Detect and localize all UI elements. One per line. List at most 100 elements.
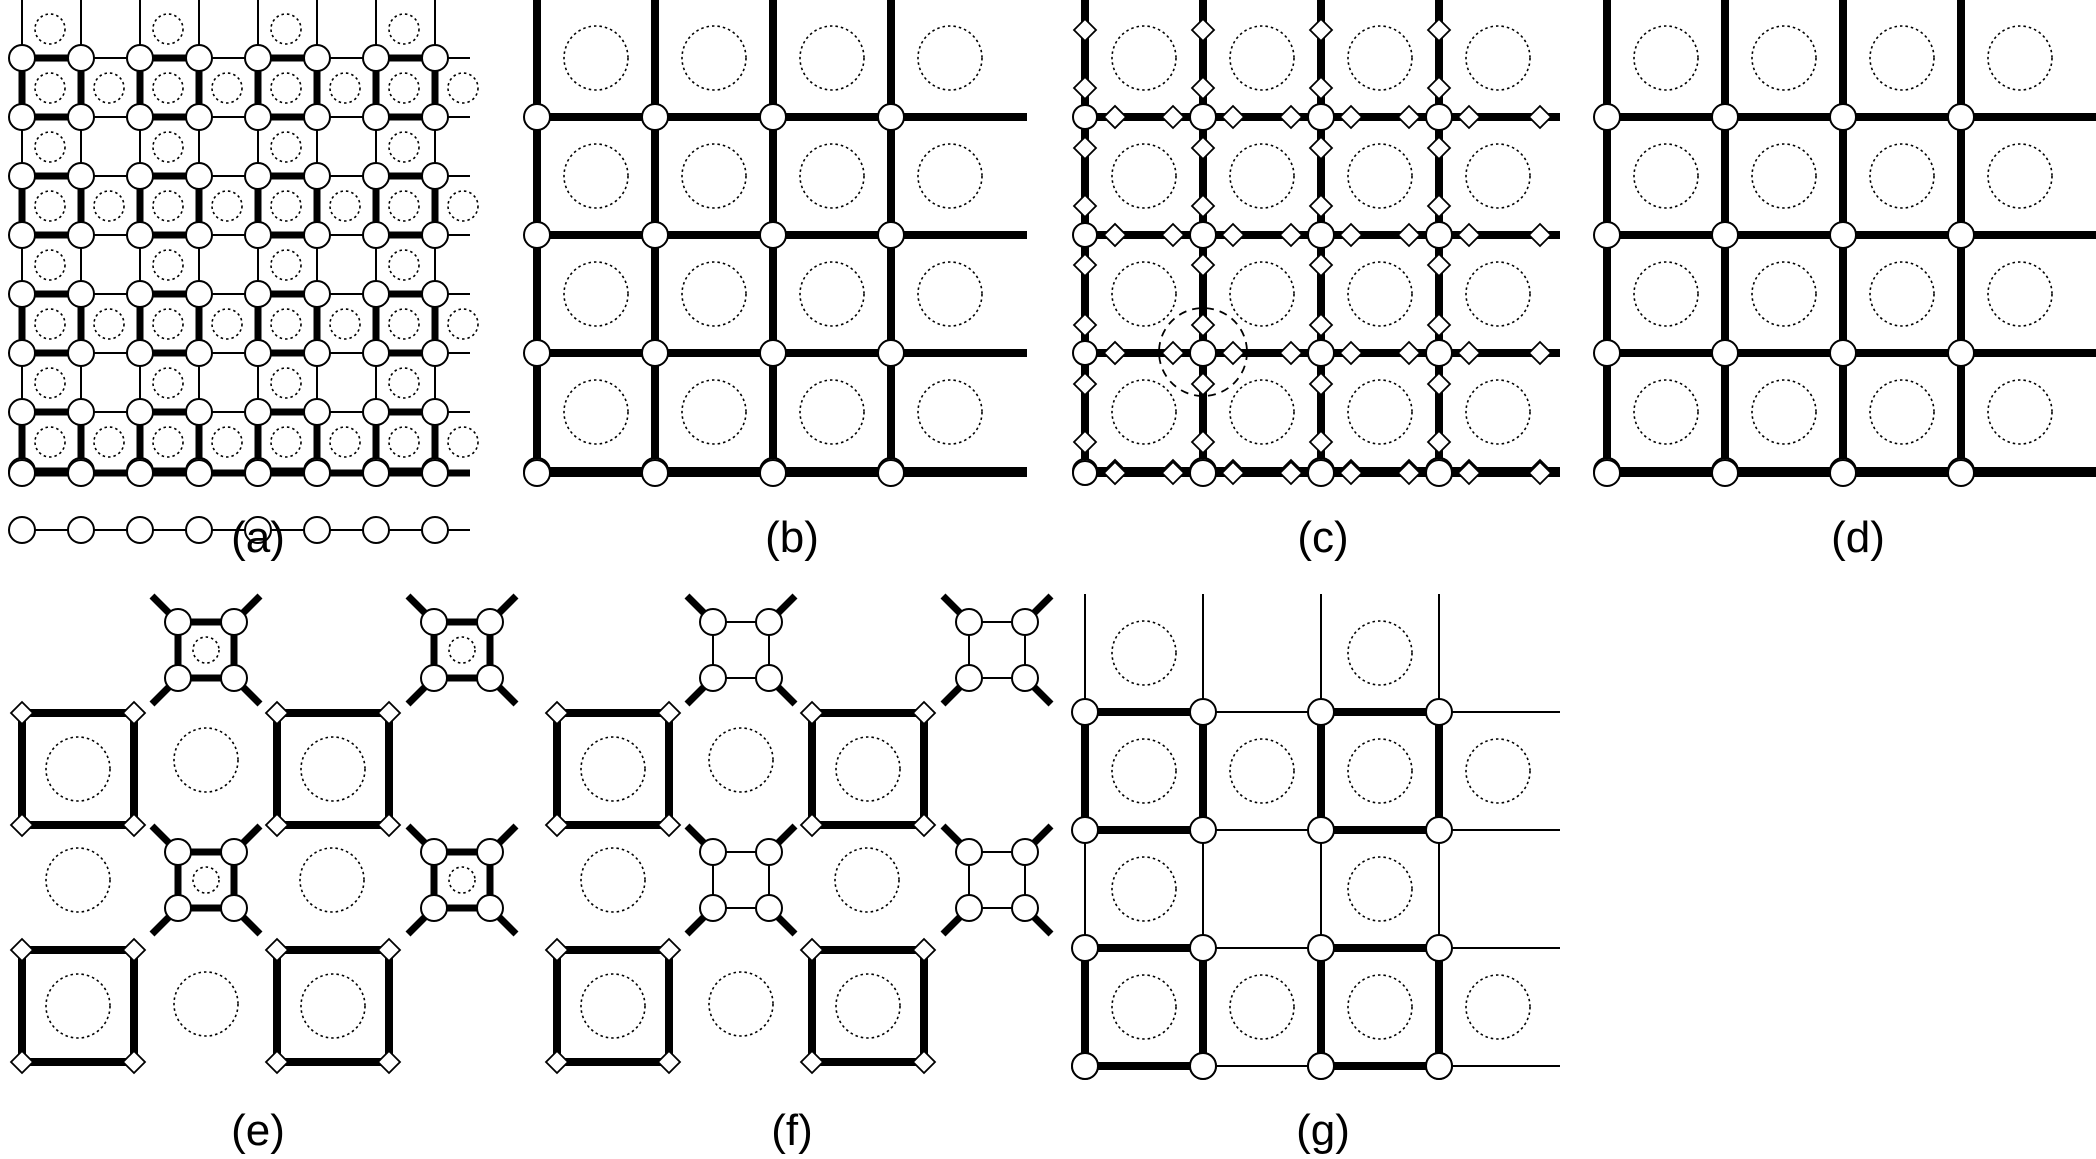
- node-circle: [523, 221, 551, 249]
- plaquette-dotted-circle: [1869, 379, 1935, 445]
- plaquette-dotted-circle: [1465, 738, 1531, 804]
- node-circle: [185, 162, 213, 190]
- node-circle: [303, 339, 331, 367]
- caption-c: (c): [1297, 513, 1348, 562]
- node-diamond: [1160, 340, 1186, 366]
- plaquette-dotted-circle: [1751, 379, 1817, 445]
- plaquette-dotted-circle: [270, 249, 302, 281]
- node-circle: [641, 459, 669, 487]
- plaquette-dotted-circle: [93, 72, 125, 104]
- plaquette-dotted-circle: [192, 636, 220, 664]
- node-diamond: [1102, 460, 1128, 486]
- node-circle: [362, 459, 390, 487]
- node-diamond: [1527, 340, 1553, 366]
- plaquette-dotted-circle: [152, 367, 184, 399]
- node-diamond: [1396, 222, 1422, 248]
- node-diamond: [1527, 104, 1553, 130]
- node-diamond: [1278, 460, 1304, 486]
- plaquette-dotted-circle: [152, 13, 184, 45]
- node-circle: [126, 221, 154, 249]
- node-diamond: [1072, 371, 1098, 397]
- node-circle: [185, 280, 213, 308]
- plaquette-dotted-circle: [1347, 856, 1413, 922]
- plaquette-dotted-circle: [270, 367, 302, 399]
- node-diamond: [1220, 104, 1246, 130]
- plaquette-dotted-circle: [1347, 25, 1413, 91]
- panel-c: [1072, 0, 1560, 487]
- node-circle: [1011, 838, 1039, 866]
- node-circle: [1071, 1052, 1099, 1080]
- node-diamond: [121, 1049, 147, 1075]
- node-diamond: [1102, 222, 1128, 248]
- plaquette-dotted-circle: [448, 866, 476, 894]
- node-diamond: [264, 937, 290, 963]
- node-diamond: [1190, 17, 1216, 43]
- plaquette-dotted-circle: [270, 426, 302, 458]
- plaquette-dotted-circle: [1465, 974, 1531, 1040]
- node-diamond: [1160, 460, 1186, 486]
- node-circle: [1829, 221, 1857, 249]
- node-diamond: [1308, 17, 1334, 43]
- plaquette-dotted-circle: [34, 426, 66, 458]
- node-diamond: [121, 700, 147, 726]
- plaquette-dotted-circle: [152, 190, 184, 222]
- plaquette-dotted-circle: [1465, 261, 1531, 327]
- node-diamond: [1426, 135, 1452, 161]
- node-diamond: [1456, 104, 1482, 130]
- plaquette-dotted-circle: [1229, 25, 1295, 91]
- node-circle: [1189, 459, 1217, 487]
- plaquette-dotted-circle: [34, 190, 66, 222]
- node-diamond: [1426, 312, 1452, 338]
- plaquette-dotted-circle: [152, 72, 184, 104]
- plaquette-dotted-circle: [211, 72, 243, 104]
- plaquette-dotted-circle: [1229, 379, 1295, 445]
- node-circle: [955, 608, 983, 636]
- plaquette-dotted-circle: [1347, 261, 1413, 327]
- plaquette-dotted-circle: [388, 190, 420, 222]
- node-circle: [1947, 459, 1975, 487]
- node-circle: [421, 339, 449, 367]
- plaquette-dotted-circle: [563, 261, 629, 327]
- plaquette-dotted-circle: [388, 308, 420, 340]
- node-diamond: [1426, 17, 1452, 43]
- node-circle: [185, 516, 213, 544]
- node-circle: [8, 221, 36, 249]
- plaquette-dotted-circle: [329, 426, 361, 458]
- node-circle: [877, 103, 905, 131]
- node-circle: [1425, 698, 1453, 726]
- node-diamond: [1072, 312, 1098, 338]
- node-diamond: [1278, 104, 1304, 130]
- node-circle: [1307, 698, 1335, 726]
- plaquette-dotted-circle: [708, 971, 774, 1037]
- panel-d: [1593, 0, 2096, 487]
- plaquette-dotted-circle: [1465, 143, 1531, 209]
- plaquette-dotted-circle: [1347, 974, 1413, 1040]
- node-diamond: [1308, 371, 1334, 397]
- plaquette-dotted-circle: [1869, 143, 1935, 209]
- node-diamond: [9, 812, 35, 838]
- caption-e: (e): [231, 1106, 285, 1155]
- plaquette-dotted-circle: [1465, 379, 1531, 445]
- node-diamond: [1072, 193, 1098, 219]
- plaquette-dotted-circle: [1229, 143, 1295, 209]
- plaquette-dotted-circle: [34, 367, 66, 399]
- plaquette-dotted-circle: [447, 426, 479, 458]
- plaquette-dotted-circle: [1347, 738, 1413, 804]
- node-diamond: [911, 937, 937, 963]
- node-circle: [420, 894, 448, 922]
- plaquette-dotted-circle: [211, 308, 243, 340]
- plaquette-dotted-circle: [45, 736, 111, 802]
- node-circle: [1947, 339, 1975, 367]
- plaquette-dotted-circle: [270, 131, 302, 163]
- node-diamond: [1160, 104, 1186, 130]
- node-circle: [126, 459, 154, 487]
- plaquette-dotted-circle: [300, 736, 366, 802]
- plaquette-dotted-circle: [1347, 620, 1413, 686]
- plaquette-dotted-circle: [329, 190, 361, 222]
- node-diamond: [1456, 460, 1482, 486]
- node-circle: [1711, 339, 1739, 367]
- plaquette-dotted-circle: [917, 143, 983, 209]
- node-circle: [421, 44, 449, 72]
- node-circle: [126, 339, 154, 367]
- node-circle: [362, 103, 390, 131]
